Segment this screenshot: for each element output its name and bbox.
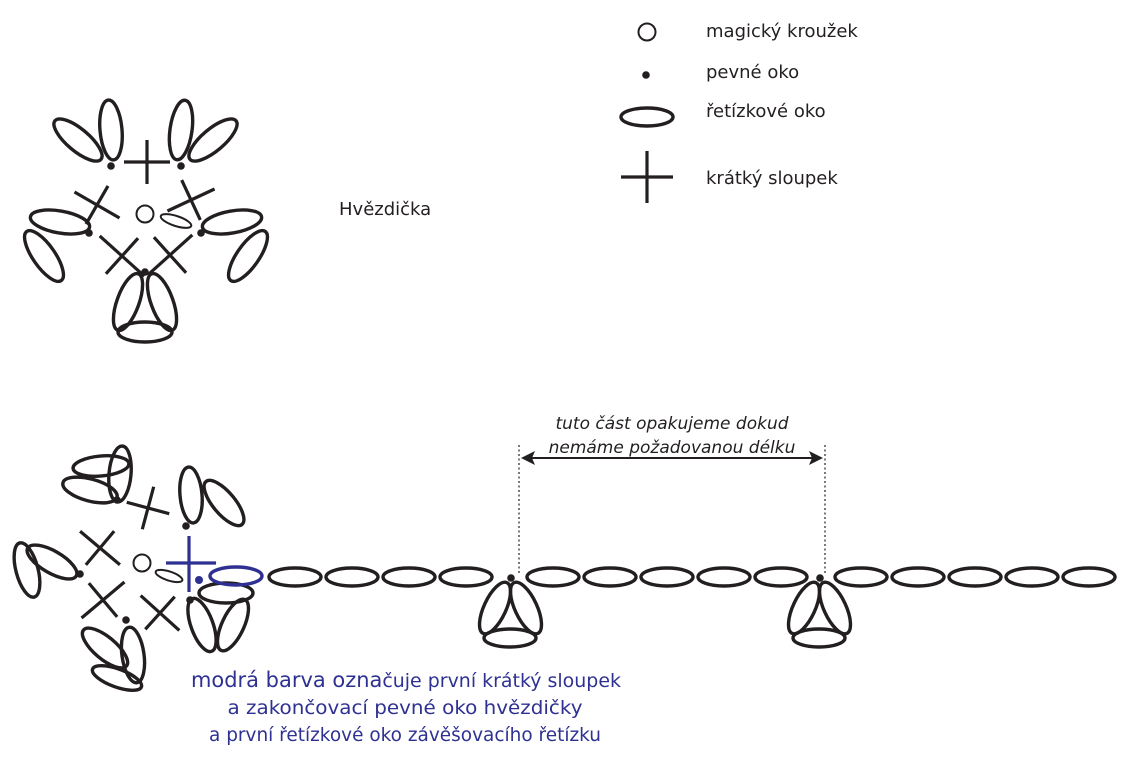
blue-single-crochet bbox=[195, 576, 203, 584]
magic-ring bbox=[132, 553, 152, 573]
legend-chain-stitch-label: řetízkové oko bbox=[706, 101, 826, 122]
hanging-chain bbox=[208, 565, 1117, 588]
blue-note-line1: modrá barva označuje první krátký sloupe… bbox=[191, 668, 621, 692]
repeat-note-line2: nemáme požadovanou délku bbox=[549, 438, 796, 458]
chain-stitch-symbol bbox=[619, 106, 675, 128]
star-bottom bbox=[12, 444, 255, 692]
half-double-crochet-symbol bbox=[621, 151, 673, 203]
single-crochet-dots bbox=[85, 162, 205, 276]
center-chain-stitch bbox=[159, 213, 193, 229]
repeat-marker: tuto část opakujeme dokud nemáme požadov… bbox=[518, 414, 826, 575]
legend-half-double-crochet-label: krátký sloupek bbox=[706, 168, 838, 189]
legend: magický kroužek pevné oko řetízkové oko … bbox=[619, 21, 858, 203]
blue-chain-stitch bbox=[208, 565, 264, 587]
magic-ring-symbol bbox=[637, 22, 657, 42]
blue-note-line1-rest: čuje první krátký sloupek bbox=[382, 670, 621, 692]
chain-picot-2 bbox=[786, 574, 853, 649]
magic-ring bbox=[135, 204, 155, 224]
half-double-crochet-crosses bbox=[73, 140, 216, 278]
half-double-crochet-crosses bbox=[79, 486, 181, 632]
blue-half-double-crochet bbox=[166, 536, 216, 592]
arrow-right-icon bbox=[809, 451, 823, 465]
star-label: Hvězdička bbox=[339, 199, 431, 220]
star-top bbox=[22, 98, 270, 344]
blue-note: modrá barva označuje první krátký sloupe… bbox=[191, 668, 621, 746]
single-crochet-symbol bbox=[642, 71, 650, 79]
chain-picot-1 bbox=[477, 574, 544, 649]
arrow-left-icon bbox=[521, 451, 535, 465]
legend-magic-ring-label: magický kroužek bbox=[706, 21, 858, 42]
center-chain-stitch bbox=[154, 568, 184, 584]
repeat-note-line1: tuto část opakujeme dokud bbox=[555, 414, 788, 434]
blue-note-line3: a první řetízkové oko závěšovacího řetíz… bbox=[209, 724, 601, 746]
blue-note-line1-big: modrá barva ozna bbox=[191, 668, 382, 692]
chain-stitch-petals bbox=[22, 98, 270, 344]
legend-single-crochet-label: pevné oko bbox=[706, 62, 799, 83]
blue-note-line2: a zakončovací pevné oko hvězdičky bbox=[228, 697, 583, 719]
